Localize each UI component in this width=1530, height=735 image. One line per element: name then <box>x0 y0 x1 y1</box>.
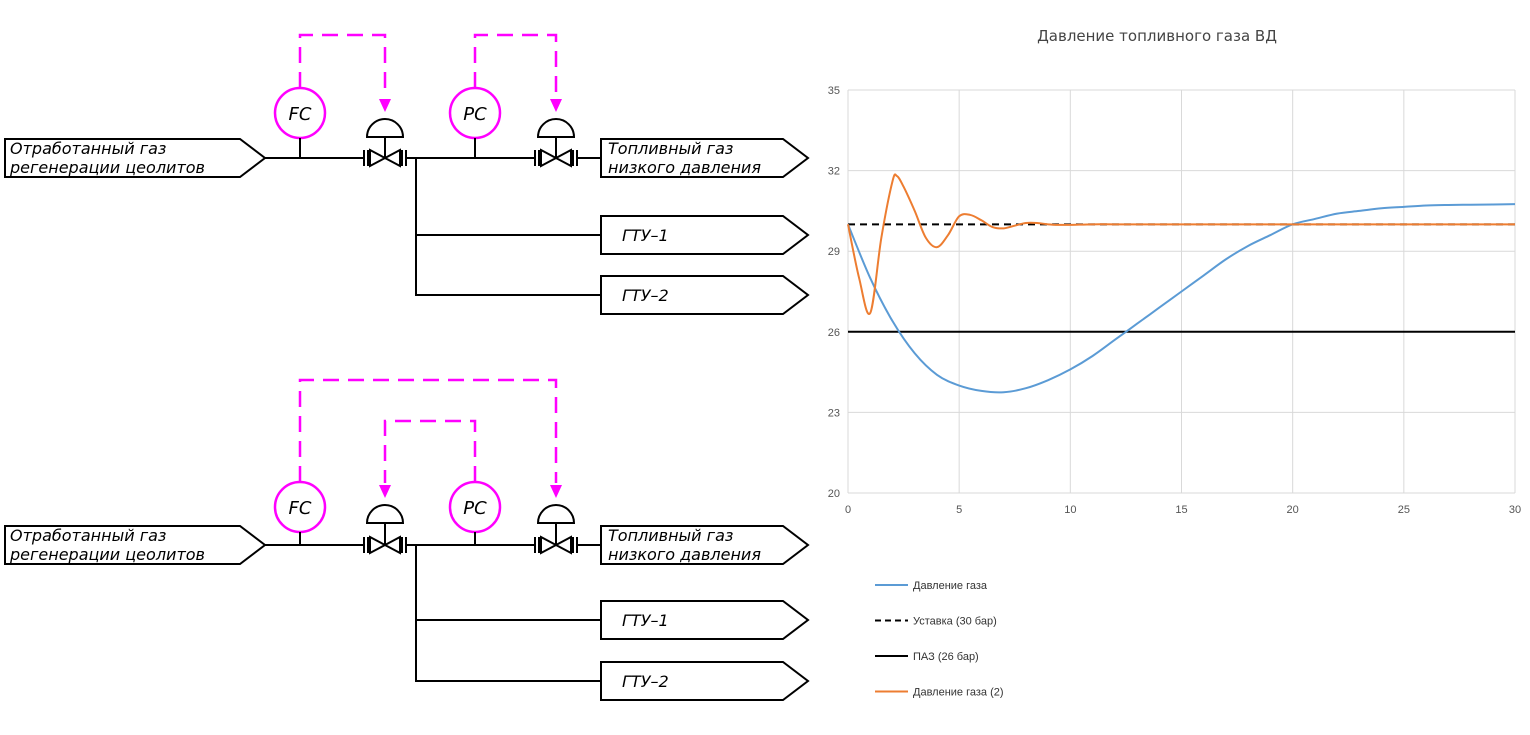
flow-controller-label: FC <box>289 498 312 519</box>
main-pipe-bottom <box>265 544 601 682</box>
y-tick-label: 29 <box>828 246 840 258</box>
branch-label: ГТУ–1 <box>622 226 669 245</box>
legend-label: Давление газа (2) <box>913 687 1004 699</box>
control-valve-top-1 <box>363 118 407 168</box>
branch-box-bottom-1: ГТУ–1 <box>600 600 810 640</box>
pressure-controller-label: PC <box>463 104 487 125</box>
inlet-box-bottom: Отработанный газ регенерации цеолитов <box>4 525 267 565</box>
signal-lines-bottom <box>298 378 558 483</box>
inlet-label-line1: Отработанный газ <box>10 139 166 158</box>
flow-controller-label: FC <box>289 104 312 125</box>
branch-box-bottom-2: ГТУ–2 <box>600 661 810 701</box>
process-schemes: FC PC Отработанный газ регенерации цеоли… <box>4 33 810 701</box>
outlet-box-bottom: Топливный газ низкого давления <box>600 525 810 565</box>
outlet-label-line2: низкого давления <box>608 545 761 564</box>
signal-arrow-bottom-1 <box>379 485 391 498</box>
outlet-label-line1: Топливный газ <box>608 526 733 545</box>
branch-label: ГТУ–1 <box>622 611 669 630</box>
y-tick-labels: 20 23 26 29 32 35 <box>828 85 840 500</box>
x-tick-label: 15 <box>1175 504 1187 516</box>
series <box>847 173 1516 394</box>
pressure-controller-label: PC <box>463 498 487 519</box>
pressure-chart: Давление топливного газа ВД 20 23 26 29 32 35… <box>828 27 1521 699</box>
inlet-label-line2: регенерации цеолитов <box>9 545 205 564</box>
signal-lines-top <box>298 33 558 97</box>
legend-label: Давление газа <box>913 580 988 592</box>
y-tick-label: 35 <box>828 85 840 97</box>
main-pipe-top <box>265 157 601 296</box>
legend-label: Уставка (30 бар) <box>913 616 997 628</box>
signal-arrow-top-1 <box>379 99 391 112</box>
x-tick-label: 5 <box>956 504 962 516</box>
x-tick-label: 25 <box>1398 504 1410 516</box>
chart-title: Давление топливного газа ВД <box>1037 27 1277 45</box>
scheme-top: FC PC Отработанный газ регенерации цеоли… <box>4 33 810 315</box>
y-tick-label: 32 <box>828 166 840 178</box>
inlet-label-line2: регенерации цеолитов <box>9 158 205 177</box>
flow-controller-bottom: FC <box>273 480 327 534</box>
control-valve-top-2 <box>534 118 578 168</box>
branch-box-top-1: ГТУ–1 <box>600 215 810 255</box>
inlet-box-top: Отработанный газ регенерации цеолитов <box>4 138 267 178</box>
x-tick-label: 10 <box>1064 504 1076 516</box>
x-tick-label: 0 <box>845 504 851 516</box>
signal-arrow-bottom-2 <box>550 485 562 498</box>
inlet-label-line1: Отработанный газ <box>10 526 166 545</box>
y-tick-label: 23 <box>828 407 840 419</box>
x-tick-label: 20 <box>1287 504 1299 516</box>
x-tick-label: 30 <box>1509 504 1521 516</box>
outlet-label-line1: Топливный газ <box>608 139 733 158</box>
pressure-controller-top: PC <box>448 86 502 140</box>
x-tick-labels: 0 5 10 15 20 25 30 <box>845 504 1521 516</box>
y-tick-label: 20 <box>828 488 840 500</box>
pressure-controller-bottom: PC <box>448 480 502 534</box>
flow-controller-top: FC <box>273 86 327 140</box>
outlet-box-top: Топливный газ низкого давления <box>600 138 810 178</box>
series-line-0 <box>847 203 1516 394</box>
branch-box-top-2: ГТУ–2 <box>600 275 810 315</box>
scheme-bottom: FC PC Отработанный газ регенерации цеоли… <box>4 378 810 701</box>
branch-label: ГТУ–2 <box>622 286 669 305</box>
series-line-3 <box>847 173 1515 316</box>
y-tick-label: 26 <box>828 327 840 339</box>
control-valve-bottom-1 <box>363 504 407 555</box>
branch-label: ГТУ–2 <box>622 672 669 691</box>
control-valve-bottom-2 <box>534 504 578 555</box>
outlet-label-line2: низкого давления <box>608 158 761 177</box>
signal-arrow-top-2 <box>550 99 562 112</box>
legend-label: ПАЗ (26 бар) <box>913 651 979 663</box>
